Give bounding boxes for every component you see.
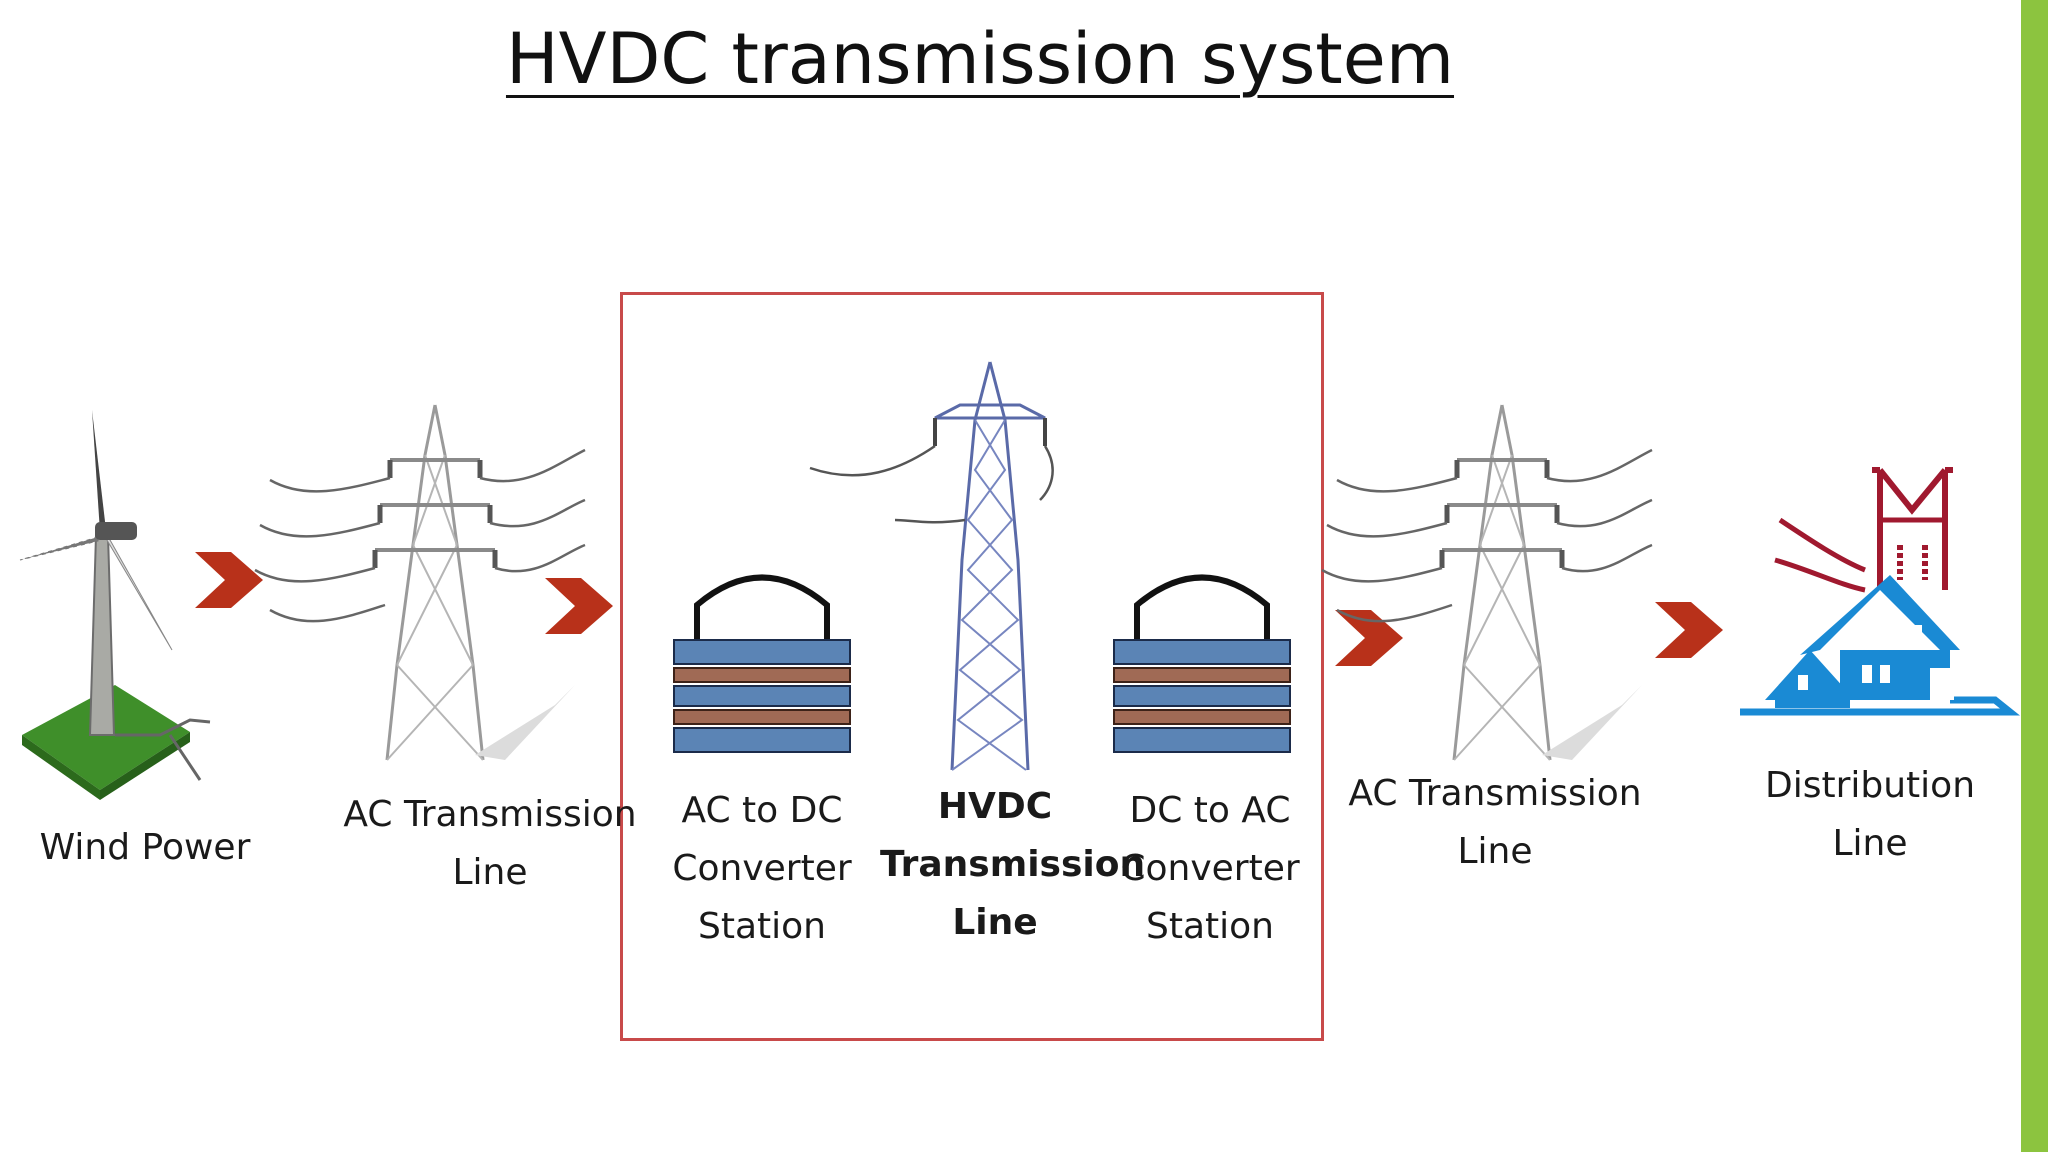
ac-pylon-icon [255, 405, 585, 760]
hvdc-tower-icon [809, 361, 1054, 771]
converter-station-icon [1114, 578, 1290, 753]
flow-arrow [195, 552, 263, 608]
distribution-house-icon [1740, 467, 2020, 716]
flow-arrow [1335, 610, 1403, 666]
ac-pylon-icon [1322, 405, 1652, 760]
flow-arrow [1655, 602, 1723, 658]
wind-power-label: Wind Power [39, 827, 251, 868]
side-accent-bar [2021, 0, 2048, 1152]
flow-arrow [545, 578, 613, 634]
wind-turbine-icon [19, 410, 211, 800]
diagram-title: HVDC transmission system [505, 18, 1455, 100]
converter-station-icon [674, 578, 850, 753]
hvdc-section-box [620, 292, 1324, 1041]
